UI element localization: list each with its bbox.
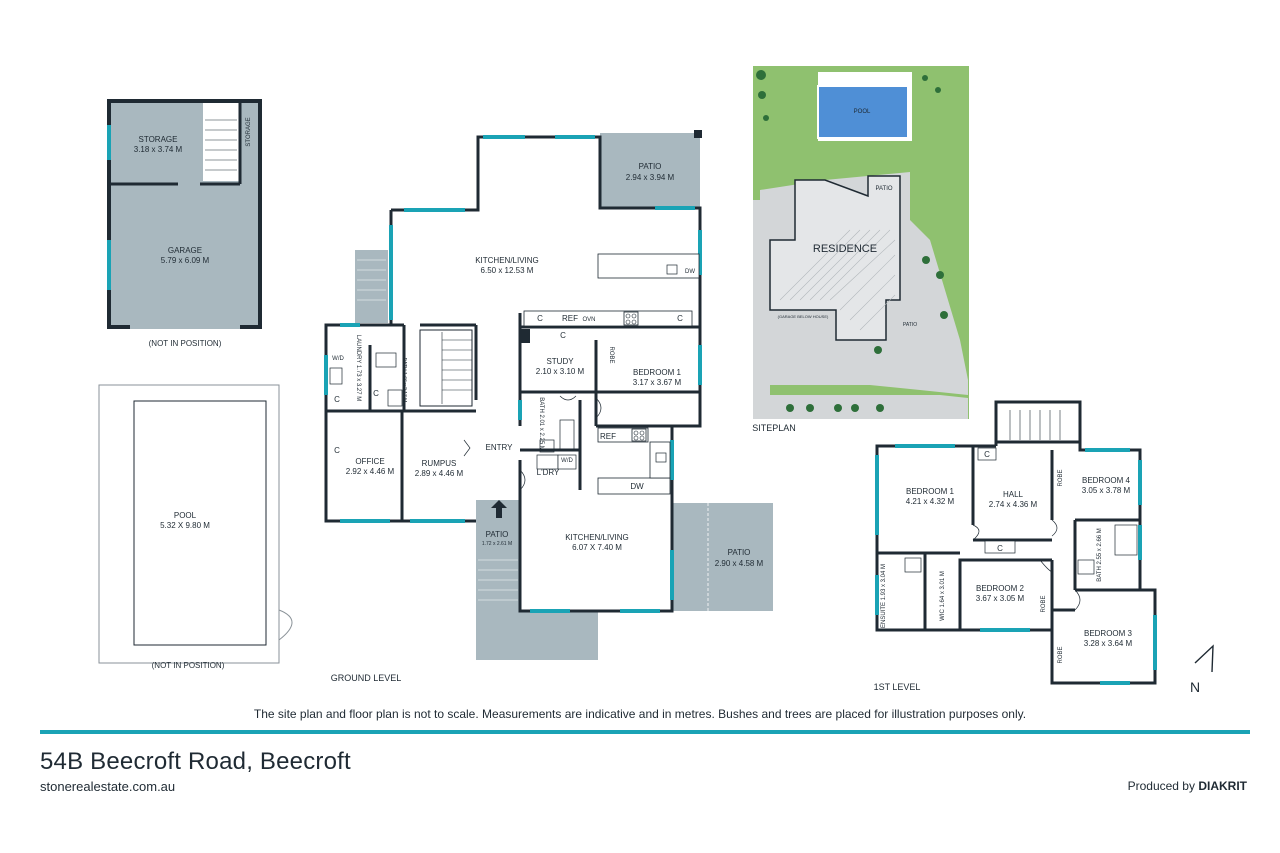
first-c-tag-1: C — [984, 450, 990, 459]
ldry-label: L'DRY — [537, 468, 560, 477]
garage-label: GARAGE — [168, 246, 202, 255]
c-tag-1: C — [537, 314, 543, 323]
not-in-position-caption-2: (NOT IN POSITION) — [152, 661, 225, 670]
first-bedroom1-label: BEDROOM 1 — [906, 487, 955, 496]
study-label: STUDY — [546, 357, 574, 366]
first-robe-1: ROBE — [1058, 469, 1064, 486]
bedroom4-dims: 3.05 x 3.78 M — [1082, 486, 1131, 495]
patio-entry-label: PATIO — [486, 530, 509, 539]
ovn-tag: OVN — [582, 317, 595, 323]
divider-line — [40, 730, 1250, 734]
site-plan: POOL PATIO RESIDENCE PATIO (GARAGE BELOW… — [752, 66, 969, 433]
patio-right-dims: 2.90 x 4.58 M — [715, 559, 764, 568]
office-label: OFFICE — [355, 457, 384, 466]
ref-tag-2: REF — [600, 432, 616, 441]
garage-block: STORAGE 3.18 x 3.74 M STORAGE GARAGE 5.7… — [107, 99, 262, 348]
ensuite-label: ENSUITE 1.93 x 3.04 M — [881, 564, 887, 628]
first-bedroom1-dims: 4.21 x 4.32 M — [906, 497, 955, 506]
c-tag-3: C — [560, 331, 566, 340]
first-c-tag-2: C — [997, 544, 1003, 553]
bedroom1-dims: 3.17 x 3.67 M — [633, 378, 682, 387]
siteplan-caption: SITEPLAN — [752, 423, 796, 433]
siteplan-patio-2: PATIO — [903, 322, 917, 328]
bedroom3-label: BEDROOM 3 — [1084, 629, 1133, 638]
floor-plan-drawing: STORAGE 3.18 x 3.74 M STORAGE GARAGE 5.7… — [98, 66, 1214, 695]
dw-tag-2: DW — [630, 482, 644, 491]
bedroom2-dims: 3.67 x 3.05 M — [976, 594, 1025, 603]
patio-top-dims: 2.94 x 3.94 M — [626, 173, 675, 182]
c-tag-5: C — [373, 389, 379, 398]
pool-block: POOL 5.32 X 9.80 M (NOT IN POSITION) — [98, 384, 293, 670]
credit-prefix: Produced by — [1127, 779, 1195, 793]
first-bath-label: BATH 2.55 x 2.66 M — [1097, 528, 1103, 582]
bath-mid-label: BATH 2.01 x 2.25 M — [538, 397, 544, 451]
office-dims: 2.92 x 4.46 M — [346, 467, 395, 476]
website-link[interactable]: stonerealestate.com.au — [40, 779, 176, 794]
c-tag-4: C — [334, 395, 340, 404]
north-arrow-icon: N — [1190, 644, 1214, 695]
c-tag-2: C — [677, 314, 683, 323]
producer-credit: Produced by DIAKRIT — [1128, 779, 1247, 793]
pool-dims: 5.32 X 9.80 M — [160, 521, 210, 530]
bedroom2-label: BEDROOM 2 — [976, 584, 1025, 593]
siteplan-patio-1: PATIO — [875, 186, 892, 192]
garage-dims: 5.79 x 6.09 M — [161, 256, 210, 265]
kitchen-living-2-label: KITCHEN/LIVING — [565, 533, 629, 542]
storage-label: STORAGE — [139, 135, 178, 144]
bedroom3-dims: 3.28 x 3.64 M — [1084, 639, 1133, 648]
not-in-position-caption-1: (NOT IN POSITION) — [149, 339, 222, 348]
first-level-caption: 1ST LEVEL — [874, 682, 921, 692]
credit-brand: DIAKRIT — [1198, 779, 1247, 793]
bedroom1-label: BEDROOM 1 — [633, 368, 682, 377]
north-label: N — [1190, 679, 1200, 695]
dw-tag-1: DW — [685, 269, 695, 275]
first-robe-2: ROBE — [1041, 595, 1047, 612]
patio-entry-dims: 1.72 x 2.61 M — [482, 541, 512, 547]
siteplan-pool-label: POOL — [854, 109, 871, 115]
bath-small-label: BATH 1.66 x 2.17 M — [401, 358, 407, 403]
kitchen-living-2-dims: 6.07 X 7.40 M — [572, 543, 622, 552]
patio-right-label: PATIO — [728, 548, 751, 557]
study-dims: 2.10 x 3.10 M — [536, 367, 585, 376]
rumpus-dims: 2.89 x 4.46 M — [415, 469, 464, 478]
hall-dims: 2.74 x 4.36 M — [989, 500, 1038, 509]
hall-label: HALL — [1003, 490, 1024, 499]
rumpus-label: RUMPUS — [422, 459, 457, 468]
storage-dims: 3.18 x 3.74 M — [134, 145, 183, 154]
property-address: 54B Beecroft Road, Beecroft — [40, 748, 351, 775]
robe-tag-1: ROBE — [608, 346, 614, 363]
kitchen-living-1-dims: 6.50 x 12.53 M — [481, 266, 534, 275]
pool-label: POOL — [174, 511, 197, 520]
patio-top-label: PATIO — [639, 162, 662, 171]
c-tag-6: C — [334, 446, 340, 455]
residence-label: RESIDENCE — [813, 243, 877, 255]
storage-side-label: STORAGE — [246, 117, 252, 146]
ground-level-caption: GROUND LEVEL — [331, 673, 402, 683]
first-level-plan: C C BEDROOM 1 4.21 x 4.32 M HALL 2.74 x … — [874, 400, 1157, 692]
laundry-label: LAUNDRY 1.73 x 3.27 M — [355, 335, 361, 401]
ref-tag-1: REF — [562, 314, 578, 323]
ground-level-plan: PATIO 2.94 x 3.94 M KITCHEN/LIVING 6.50 … — [324, 130, 773, 683]
garage-below-label: (GARAGE BELOW HOUSE) — [778, 314, 829, 319]
kitchen-living-1-label: KITCHEN/LIVING — [475, 256, 539, 265]
disclaimer-text: The site plan and floor plan is not to s… — [253, 707, 1027, 721]
wd-tag-1: W/D — [332, 356, 344, 362]
first-robe-3: ROBE — [1058, 646, 1064, 663]
bedroom4-label: BEDROOM 4 — [1082, 476, 1131, 485]
wic-label: WIC 1.64 x 3.01 M — [940, 571, 946, 621]
entry-label: ENTRY — [486, 443, 514, 452]
wd-tag-2: W/D — [561, 458, 573, 464]
